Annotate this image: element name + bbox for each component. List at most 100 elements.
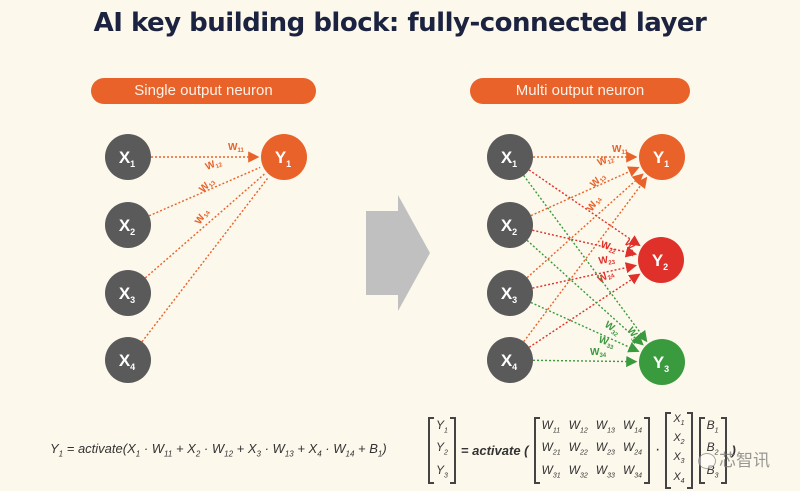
- weight-matrix-entry: W32: [568, 462, 588, 479]
- right-output-node-y1: Y1: [639, 134, 685, 180]
- formula-subscript: 12: [224, 449, 234, 459]
- weight-matrix-entry: W21: [541, 440, 561, 457]
- formula-subscript: 2: [195, 449, 201, 459]
- weight-matrix-entry: W13: [595, 417, 615, 435]
- x-vector-entry: X1: [673, 413, 685, 428]
- left-input-node-x2-circle: [105, 202, 151, 248]
- right-input-node-x3-circle: [487, 270, 533, 316]
- weight-matrix-entry: W23: [595, 440, 615, 457]
- activate-text: = activate (: [460, 442, 529, 458]
- right-input-node-x3: X3: [487, 270, 533, 316]
- right-output-node-y3-circle: [639, 339, 685, 385]
- edge-x2-y2: [532, 229, 638, 258]
- x-vector-entry: X2: [673, 432, 685, 447]
- watermark-text: 芯智讯: [719, 451, 770, 471]
- wechat-icon: [698, 453, 716, 469]
- weight-matrix-entry: W11: [541, 417, 561, 435]
- formula-text: · W: [200, 441, 225, 456]
- formula-subscript: 4: [317, 449, 322, 459]
- right-input-node-x4: X4: [487, 337, 533, 383]
- left-input-node-x4-circle: [105, 337, 151, 383]
- watermark: 芯智讯: [698, 446, 770, 471]
- formula-text: + B: [354, 441, 378, 456]
- multi-output-header: Multi output neuron: [470, 78, 690, 104]
- left-input-node-x1: X1: [105, 134, 151, 180]
- left-weight-label-12: W12: [204, 156, 224, 173]
- bias-vector-entry: B1: [706, 417, 719, 435]
- edge-x2-y1: [148, 166, 261, 217]
- edge-x3-y2: [532, 262, 637, 289]
- formula-subscript: 3: [256, 449, 261, 459]
- left-output-node-y1: Y1: [261, 134, 307, 180]
- edge-x3-y1: [526, 173, 644, 279]
- formula-text: Y: [50, 441, 59, 456]
- formula-text: + X: [233, 441, 257, 456]
- weight-matrix-entry: W33: [595, 462, 615, 479]
- formula-subscript: 1: [135, 449, 141, 459]
- right-input-node-x2-circle: [487, 202, 533, 248]
- left-weight-label-14: W14: [193, 207, 212, 228]
- y-vector-entry: Y3: [436, 462, 448, 479]
- left-output-node-y1-circle: [261, 134, 307, 180]
- right-weight-label-13: W13: [588, 170, 608, 190]
- formula-text: + X: [293, 441, 318, 456]
- right-weight-label-23: W23: [598, 254, 616, 268]
- bias-vector-entry: B3: [706, 462, 719, 479]
- edge-x4-y1: [523, 176, 648, 343]
- left-input-node-x3-circle: [105, 270, 151, 316]
- left-weight-label-11: W11: [228, 142, 244, 154]
- right-weight-label-21: W21: [621, 238, 641, 259]
- formula-subscript: 1: [58, 449, 64, 459]
- y-vector-entry: Y2: [436, 440, 448, 457]
- formula-subscript: 14: [345, 449, 355, 459]
- edge-x2-y3: [526, 239, 644, 346]
- right-input-node-x4-circle: [487, 337, 533, 383]
- weight-matrix-entry: W12: [568, 417, 588, 435]
- edge-x4-y1: [141, 177, 269, 343]
- bias-vector-entry: B2: [706, 440, 719, 457]
- right-output-node-y3: Y3: [639, 339, 685, 385]
- right-weight-label-34: W34: [590, 347, 607, 359]
- right-weight-label-22: W22: [599, 239, 619, 256]
- weight-matrix-entry: W34: [622, 462, 642, 479]
- x-vector-entry: X3: [673, 451, 685, 466]
- right-weight-label-14: W14: [585, 194, 604, 215]
- edge-x4-y3: [532, 355, 638, 368]
- formula-text: + X: [172, 441, 196, 456]
- weight-matrix-entry: W14: [622, 417, 642, 435]
- formula-text: · W: [260, 441, 285, 456]
- formula-subscript: 13: [284, 449, 294, 459]
- right-input-node-x1-circle: [487, 134, 533, 180]
- right-arrow-icon: [366, 195, 430, 311]
- weight-matrix-entry: W24: [622, 440, 642, 457]
- right-input-node-x2: X2: [487, 202, 533, 248]
- right-weight-label-24: W24: [596, 268, 617, 287]
- edge-x1-y3: [523, 175, 648, 343]
- right-output-node-y2-circle: [638, 237, 684, 283]
- single-output-formula: Y1 = activate(X1 · W11 + X2 · W12 + X3 ·…: [50, 441, 387, 459]
- weight-matrix-entry: W22: [568, 440, 588, 457]
- dot-operator: ·: [655, 441, 661, 459]
- left-input-node-x3: X3: [105, 270, 151, 316]
- single-output-header: Single output neuron: [91, 78, 316, 104]
- x-vector-entry: X4: [673, 470, 685, 485]
- right-output-node-y2: Y2: [638, 237, 684, 283]
- formula-subscript: 1: [377, 449, 383, 459]
- formula-text: · W: [140, 441, 165, 456]
- right-input-node-x1: X1: [487, 134, 533, 180]
- close-paren: ): [731, 442, 736, 458]
- formula-text: = activate(X: [63, 441, 136, 456]
- left-input-node-x1-circle: [105, 134, 151, 180]
- edge-x2-y1: [530, 166, 640, 217]
- page-title: AI key building block: fully-connected l…: [93, 8, 707, 38]
- left-input-node-x4: X4: [105, 337, 151, 383]
- left-input-node-x2: X2: [105, 202, 151, 248]
- formula-text: ): [382, 441, 387, 456]
- y-vector-entry: Y1: [436, 417, 448, 435]
